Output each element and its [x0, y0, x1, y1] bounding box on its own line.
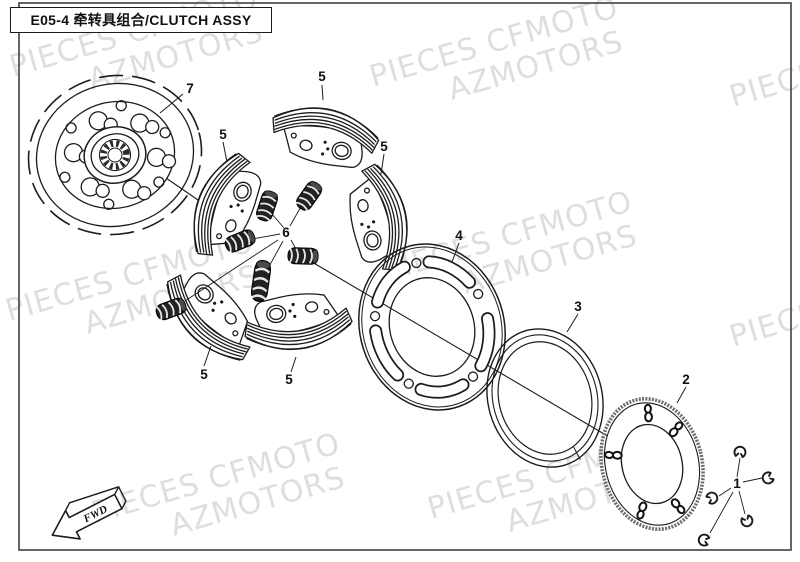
part-2-retainer-plate — [599, 397, 705, 531]
e-clip — [704, 489, 721, 506]
part-7-clutch-carrier — [27, 74, 203, 236]
callout-7: 7 — [186, 81, 194, 96]
part-1-e-clips — [696, 444, 776, 548]
part-5-clutch-shoe-left — [178, 145, 272, 268]
fwd-arrow: FWD — [51, 486, 127, 540]
part-6-spring — [286, 246, 320, 266]
e-clip — [696, 532, 711, 548]
part-6-spring — [292, 178, 326, 214]
part-4-drive-plate — [358, 243, 506, 411]
callout-5-bottom-left: 5 — [200, 367, 208, 382]
drawing-frame — [18, 2, 792, 551]
leader-lines-part-1 — [709, 457, 763, 534]
callout-5-right: 5 — [380, 139, 388, 154]
e-clip — [739, 513, 756, 530]
callout-6: 6 — [282, 225, 290, 240]
callout-5-left: 5 — [219, 127, 227, 142]
diagram-title: E05-4 牵转具组合/CLUTCH ASSY — [30, 12, 252, 28]
callout-3: 3 — [574, 299, 582, 314]
part-5-clutch-shoe-top — [265, 97, 384, 175]
title-box: E05-4 牵转具组合/CLUTCH ASSY — [10, 7, 272, 33]
callout-leader-lines — [159, 84, 687, 404]
callout-5-top: 5 — [318, 69, 326, 84]
callout-1: 1 — [733, 476, 741, 491]
callout-5-bottom-center: 5 — [285, 372, 293, 387]
e-clip — [732, 444, 748, 459]
part-6-spring — [249, 258, 273, 304]
e-clip — [759, 470, 776, 487]
callout-2: 2 — [682, 372, 690, 387]
callout-4: 4 — [455, 228, 463, 243]
part-5-clutch-shoe-right — [340, 159, 418, 278]
splined-hub — [83, 126, 147, 184]
